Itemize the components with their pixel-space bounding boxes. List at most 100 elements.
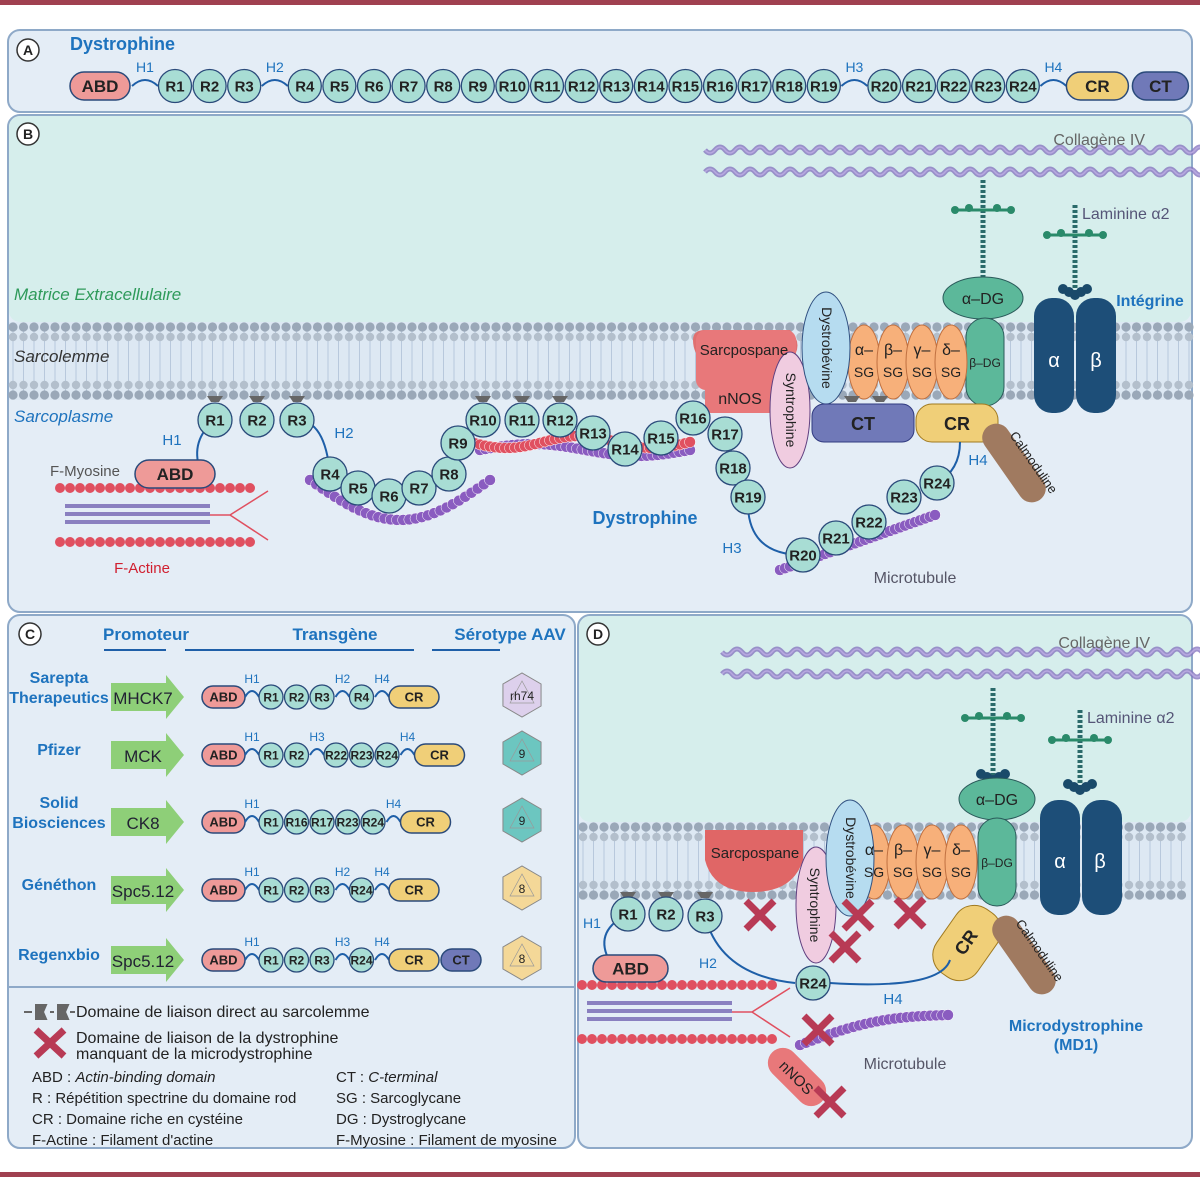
lipid-head [900, 390, 911, 400]
lipid-head [652, 880, 661, 890]
lipid-head [155, 322, 165, 332]
lipid-head [704, 880, 714, 890]
f-actin-bead [727, 1034, 737, 1044]
lipid-head [396, 390, 407, 400]
sarcoglycane-1 [886, 824, 920, 900]
lipid-head [1177, 880, 1186, 890]
company-name: Sarepta [30, 670, 89, 687]
lipid-head [1166, 880, 1176, 890]
cr-domain [388, 878, 440, 902]
lipid-head [344, 380, 354, 390]
lipid-head [607, 380, 616, 390]
lipid-head [533, 332, 543, 342]
lipid-head [376, 380, 385, 390]
lipid-head [599, 822, 609, 832]
lipid-head [145, 332, 154, 342]
lipid-head [735, 890, 746, 900]
f-actin-bead [235, 537, 245, 547]
spectrin-repeat-R24 [919, 465, 955, 501]
lipid-head [565, 332, 574, 342]
spectrin-repeat-R3 [227, 68, 262, 104]
lipid-head [113, 390, 123, 400]
repeat-label: R17 [711, 426, 739, 443]
sg-label: α– [865, 842, 883, 859]
f-myosin-filament [65, 520, 210, 524]
hinge-label: H2 [335, 672, 351, 686]
lipid-head [1184, 322, 1194, 332]
lipid-head [92, 380, 102, 390]
lipid-head [386, 332, 396, 342]
lipid-head [596, 332, 606, 342]
lipid-head [18, 322, 29, 332]
spectrin-repeat-R24 [1005, 68, 1040, 104]
spectrin-repeat-R15 [643, 420, 679, 456]
lipid-head [103, 380, 112, 390]
repeat-label: R8 [439, 466, 458, 483]
f-actin-bead [597, 1034, 607, 1044]
lipid-head [1016, 332, 1026, 342]
spectrin-repeat-R3 [309, 877, 335, 903]
sarcospan-label: Sarcpospane [711, 845, 799, 862]
lipid-head [1153, 332, 1162, 342]
abd-domain [69, 71, 131, 101]
lipid-head [134, 380, 144, 390]
lipid-head [586, 380, 595, 390]
lipid-head [578, 890, 588, 900]
lipid-head [344, 390, 354, 400]
sarcolemma-binding-marker [289, 396, 305, 402]
lipid-head [649, 380, 658, 390]
spectrin-repeat-R2 [283, 684, 310, 710]
lipid-head [788, 890, 798, 900]
lipid-head [123, 322, 134, 332]
f-actin-bead [95, 537, 105, 547]
repeat-label: R5 [330, 78, 349, 95]
lipid-head [732, 322, 743, 332]
lipid-head [554, 380, 564, 390]
capsid-facet [509, 805, 535, 829]
repeat-label: R3 [314, 690, 330, 704]
lipid-head [932, 322, 942, 332]
promoter-label: MCK [124, 747, 162, 766]
lipid-head [281, 390, 291, 400]
lipid-head [680, 322, 690, 332]
lipid-head [512, 332, 522, 342]
f-actin-bead [617, 1034, 627, 1044]
lipid-head [145, 380, 154, 390]
lipid-head [565, 380, 574, 390]
f-actin-bead [65, 537, 75, 547]
f-actin-bead [115, 537, 125, 547]
microtubule-bead [484, 474, 496, 486]
abd-domain-label: ABD [209, 748, 237, 763]
spectrin-repeat-R1 [258, 809, 284, 835]
lipid-head [1121, 380, 1131, 390]
lipid-head [407, 380, 417, 390]
lipid-head [544, 332, 553, 342]
repeat-label: R1 [618, 906, 637, 923]
f-actin-bead [215, 483, 225, 493]
hinge-label: H4 [386, 797, 402, 811]
lipid-head [1131, 390, 1142, 400]
lipid-head [609, 890, 620, 900]
lipid-head [71, 380, 81, 390]
laminin-globule [993, 204, 1001, 212]
lipid-head [672, 890, 683, 900]
f-actin-bead [55, 483, 65, 493]
cr-domain [388, 685, 440, 709]
spectrin-repeat-R4 [348, 684, 375, 710]
lipid-head [1142, 380, 1152, 390]
lipid-head [1121, 322, 1131, 332]
collagen-iv-fiber [704, 168, 1200, 176]
lipid-head [630, 822, 641, 832]
integrin-beta-label: β [1094, 851, 1106, 873]
lipid-head [1166, 890, 1176, 900]
spectrin-repeat-R17 [309, 809, 335, 835]
lipid-head [386, 322, 396, 332]
dystrobrevin [825, 799, 875, 917]
repeat-label: R19 [734, 489, 762, 506]
lipid-head [397, 332, 406, 342]
sg-label: SG [951, 864, 971, 880]
lipid-head [1176, 890, 1187, 900]
laminin-globule [1090, 734, 1098, 742]
lipid-head [113, 332, 123, 342]
lipid-head [470, 380, 480, 390]
